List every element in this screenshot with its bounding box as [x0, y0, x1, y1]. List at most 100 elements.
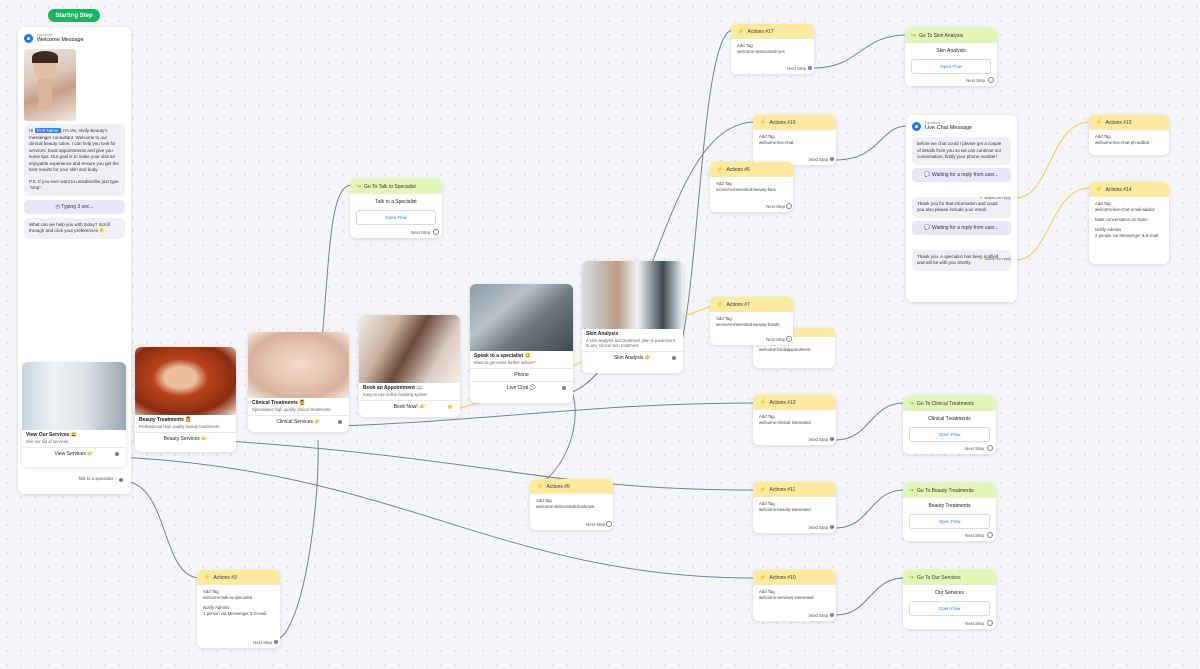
next-step-label: Next Step — [965, 621, 984, 626]
typing-label: Typing 3 sec... — [61, 203, 94, 210]
next-step-label: Next Step — [253, 640, 272, 645]
actions-3-node[interactable]: ⚡Actions #3 Add Tag welcome-talk-to-spec… — [197, 570, 280, 648]
live-chat-button[interactable]: Live Chat 💬 — [470, 381, 573, 394]
talk-connector-dot[interactable] — [119, 478, 123, 482]
next-step-label: Next Step — [809, 613, 828, 618]
connector-dot[interactable] — [338, 420, 342, 424]
action-label-2: Mark conversation as Open — [1095, 217, 1148, 222]
next-step-label: Next Step — [766, 337, 785, 342]
bolt-icon: ⚡ — [759, 575, 767, 581]
next-step-label: Next Step — [809, 525, 828, 530]
action-value-3: 2 people via Messenger & E-mail — [1095, 233, 1159, 238]
live-chat-message-node[interactable]: Facebook Live Chat Message before we cha… — [906, 115, 1017, 302]
action-title: Actions #12 — [769, 399, 796, 406]
next-step-label: Next Step — [965, 533, 984, 538]
platform-label: Facebook — [37, 33, 53, 37]
card-view-services[interactable]: View Our Services 😀 See our list of serv… — [22, 362, 126, 467]
next-step-dot[interactable] — [830, 437, 834, 441]
next-step-dot[interactable] — [987, 620, 993, 626]
open-flow-button[interactable]: Open Flow — [909, 427, 990, 442]
waiting-label: Waiting for a reply from user... — [932, 224, 999, 231]
wire-actions3-to-clinicalup — [279, 439, 319, 639]
connector-dot[interactable] — [115, 452, 119, 456]
goto-title: Go To Talk to Specialist — [364, 183, 416, 190]
next-step-dot[interactable] — [830, 525, 834, 529]
card-title: View Our Services 😀 — [26, 432, 78, 438]
open-flow-button[interactable]: Open Flow — [911, 59, 991, 74]
beauty-image — [135, 347, 236, 415]
view-services-button[interactable]: View Services 👉 — [22, 447, 126, 460]
action-value: welcome-bookappointment — [759, 347, 811, 352]
actions-14-node[interactable]: ⚡Actions #14 Add Tag welcome-live-chat-e… — [1089, 182, 1169, 264]
connector-dot[interactable] — [672, 356, 676, 360]
goto-skin-analysis[interactable]: ↪Go To Skin Analysis Skin Analysis Open … — [905, 28, 997, 86]
chat-message-1: before we chat could I please get a coup… — [912, 137, 1011, 165]
wire-actions11-to-gotobeauty — [835, 489, 905, 529]
chat-icon: 💬 — [924, 171, 931, 178]
goto-talk-specialist[interactable]: ↪Go To Talk to Specialist Talk to a Spec… — [350, 179, 442, 238]
phone-button[interactable]: Phone — [470, 368, 573, 381]
connector-dot[interactable] — [448, 405, 452, 409]
next-step-dot[interactable] — [808, 66, 812, 70]
next-step-dot[interactable] — [786, 203, 792, 209]
wire-talk-to-actions3 — [121, 480, 201, 579]
next-step-dot[interactable] — [274, 640, 278, 644]
card-skin-analysis[interactable]: Skin Analysis A skin analysis and treatm… — [582, 261, 683, 373]
goto-clinical-treatments[interactable]: ↪Go To Clinical Treatments Clinical Trea… — [903, 396, 996, 454]
open-flow-button[interactable]: Open Flow — [909, 601, 990, 616]
next-step-dot[interactable] — [830, 613, 834, 617]
action-on-reply-2[interactable]: ⚡ Action on reply — [978, 256, 1011, 261]
next-step-label: Next Step — [766, 204, 785, 209]
next-step-dot[interactable] — [987, 445, 993, 451]
beauty-services-button[interactable]: Beauty Services 👉 — [135, 432, 236, 445]
clock-icon: ◷ — [55, 203, 60, 210]
connector-dot[interactable] — [562, 386, 566, 390]
action-label-2: Notify Admins — [203, 605, 230, 610]
card-clinical-treatments[interactable]: Clinical Treatments 💆 Specialised high q… — [248, 332, 349, 432]
next-step-dot[interactable] — [988, 77, 994, 83]
next-step-dot[interactable] — [987, 532, 993, 538]
next-step-label: Next Step — [411, 230, 430, 235]
platform-label: Facebook — [925, 121, 941, 125]
open-flow-button[interactable]: Open Flow — [909, 514, 990, 529]
goto-title: Go To Our Services — [917, 574, 961, 581]
wire-beauty-to-actions11 — [227, 440, 756, 491]
phone-image — [470, 284, 573, 351]
card-speak-specialist[interactable]: Speak to a specialist 😊 Want to get some… — [470, 284, 573, 403]
first-name-tag: First Name — [34, 128, 61, 133]
action-value: welcome-live-chat — [759, 140, 794, 145]
next-step-dot[interactable] — [606, 521, 612, 527]
next-step-dot[interactable] — [433, 229, 439, 235]
action-value: welcome-skinconsult-yes — [737, 49, 785, 54]
next-step-dot[interactable] — [830, 157, 834, 161]
skin-analysis-button[interactable]: Skin Analysis 👉 — [582, 351, 683, 364]
goto-icon: ↪ — [356, 184, 362, 190]
next-step-label: Next Step — [966, 78, 985, 83]
goto-our-services[interactable]: ↪Go To Our Services Our Services Open Fl… — [903, 570, 996, 629]
action-on-reply-1[interactable]: ⚡ Action on reply — [978, 195, 1011, 200]
clinical-services-button[interactable]: Clinical Services 👉 — [248, 415, 349, 428]
open-flow-button[interactable]: Open Flow — [356, 210, 436, 225]
wire-actions16-to-livechat — [835, 125, 908, 161]
bolt-icon: ⚡ — [978, 195, 984, 200]
next-step-label: Next Step — [809, 157, 828, 162]
action-title: Actions #15 — [1105, 119, 1132, 126]
next-step-label: Next Step — [809, 437, 828, 442]
skin-analysis-image — [582, 261, 683, 329]
card-book-appointment[interactable]: Book an Appointment 📖 Easy to use online… — [359, 315, 460, 417]
card-beauty-treatments[interactable]: Beauty Treatments 💆 Professional high qu… — [135, 347, 236, 452]
talk-to-specialist-label[interactable]: Talk to a specialist — [78, 476, 113, 481]
next-step-label: Next Step — [787, 66, 806, 71]
next-step-dot[interactable] — [786, 336, 792, 342]
goto-beauty-treatments[interactable]: ↪Go To Beauty Treatments Beauty Treatmen… — [903, 483, 996, 541]
book-now-button[interactable]: Book Now! 👉 — [359, 400, 460, 413]
